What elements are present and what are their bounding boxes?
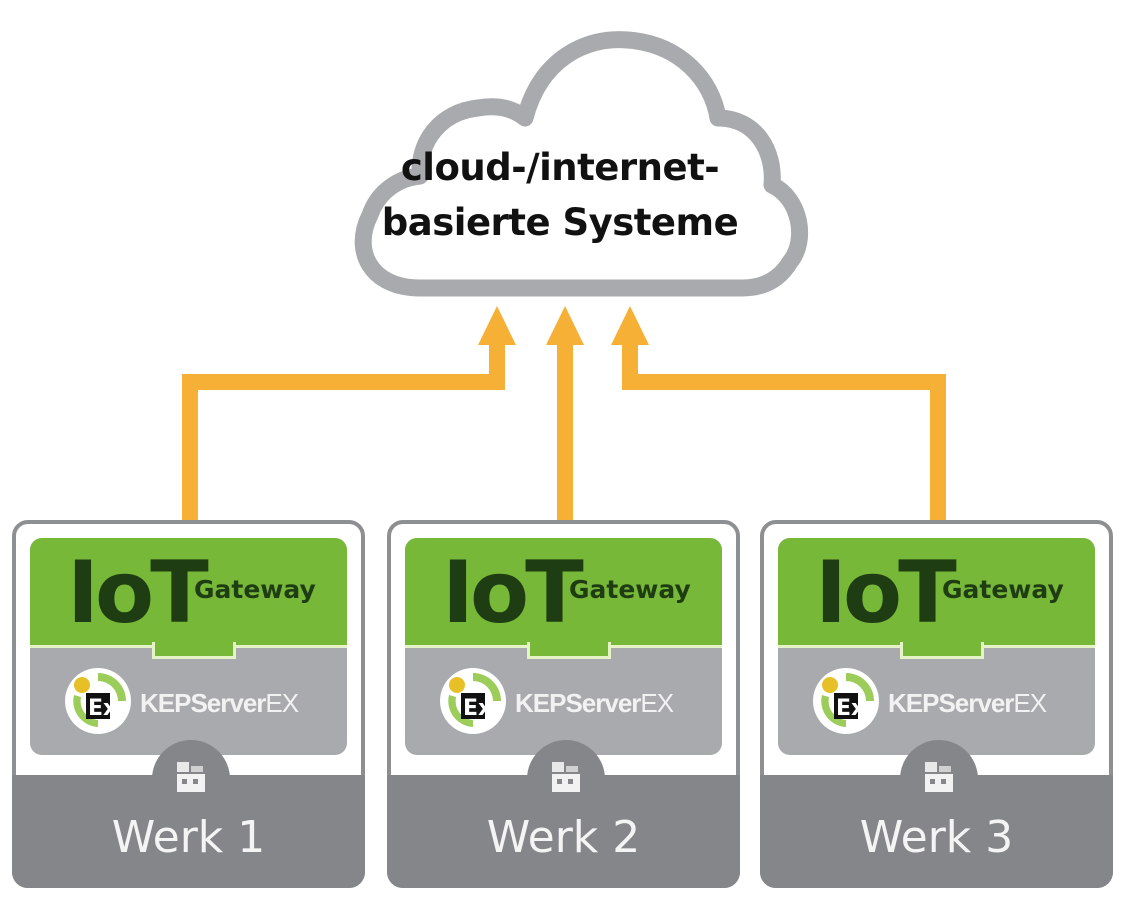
kepserver-text: KEPServer <box>888 688 1014 718</box>
iot-gateway-connector <box>900 642 984 659</box>
factory-icon <box>552 762 580 792</box>
gateway-label: Gateway <box>194 575 316 604</box>
divider <box>764 758 900 775</box>
arrow-up-icon <box>546 306 584 345</box>
divider <box>605 758 736 775</box>
gateway-label: Gateway <box>569 575 691 604</box>
plant-name: Werk 3 <box>859 812 1014 863</box>
arrow-center-path <box>546 306 584 520</box>
iot-title: IoT <box>442 543 584 643</box>
cloud-label: cloud-/internet- basierte Systeme <box>360 140 760 250</box>
kepserverex-label: KEPServerEX <box>140 688 299 719</box>
svg-text:Ex: Ex <box>88 696 117 721</box>
divider <box>978 758 1109 775</box>
plant-box-werk-2: IoT Gateway Ex KEPServerEX Werk 2 <box>387 520 740 888</box>
cloud-label-line2: basierte Systeme <box>381 201 739 244</box>
iot-gateway-connector <box>152 642 236 659</box>
plant-box-werk-1: IoT Gateway Ex KEPServerEX Werk 1 <box>12 520 365 888</box>
kepserverex-label: KEPServerEX <box>888 688 1047 719</box>
ex-suffix: EX <box>640 688 674 718</box>
divider <box>391 758 527 775</box>
cloud-icon <box>354 31 809 297</box>
kepserverex-label: KEPServerEX <box>515 688 674 719</box>
kepserverex-logo-icon: Ex <box>813 668 879 734</box>
divider <box>230 758 361 775</box>
iot-gateway-connector <box>527 642 611 659</box>
ex-suffix: EX <box>1013 688 1047 718</box>
arrow-up-icon <box>611 306 649 345</box>
plant-name: Werk 1 <box>111 812 266 863</box>
arrow-up-icon <box>478 306 516 345</box>
kepserver-text: KEPServer <box>515 688 641 718</box>
svg-text:Ex: Ex <box>836 696 865 721</box>
plant-box-werk-3: IoT Gateway Ex KEPServerEX Werk 3 <box>760 520 1113 888</box>
arrow-right-path <box>611 306 946 520</box>
ex-suffix: EX <box>265 688 299 718</box>
iot-title: IoT <box>67 543 209 643</box>
factory-icon <box>177 762 205 792</box>
kepserver-text: KEPServer <box>140 688 266 718</box>
iot-title: IoT <box>815 543 957 643</box>
svg-text:Ex: Ex <box>463 696 492 721</box>
cloud-label-line1: cloud-/internet- <box>400 146 720 189</box>
factory-icon <box>925 762 953 792</box>
gateway-label: Gateway <box>942 575 1064 604</box>
kepserverex-logo-icon: Ex <box>65 668 131 734</box>
kepserverex-logo-icon: Ex <box>440 668 506 734</box>
plant-name: Werk 2 <box>486 812 641 863</box>
divider <box>16 758 152 775</box>
iot-gateway-panel <box>778 538 1095 648</box>
arrow-left-path <box>182 306 516 520</box>
